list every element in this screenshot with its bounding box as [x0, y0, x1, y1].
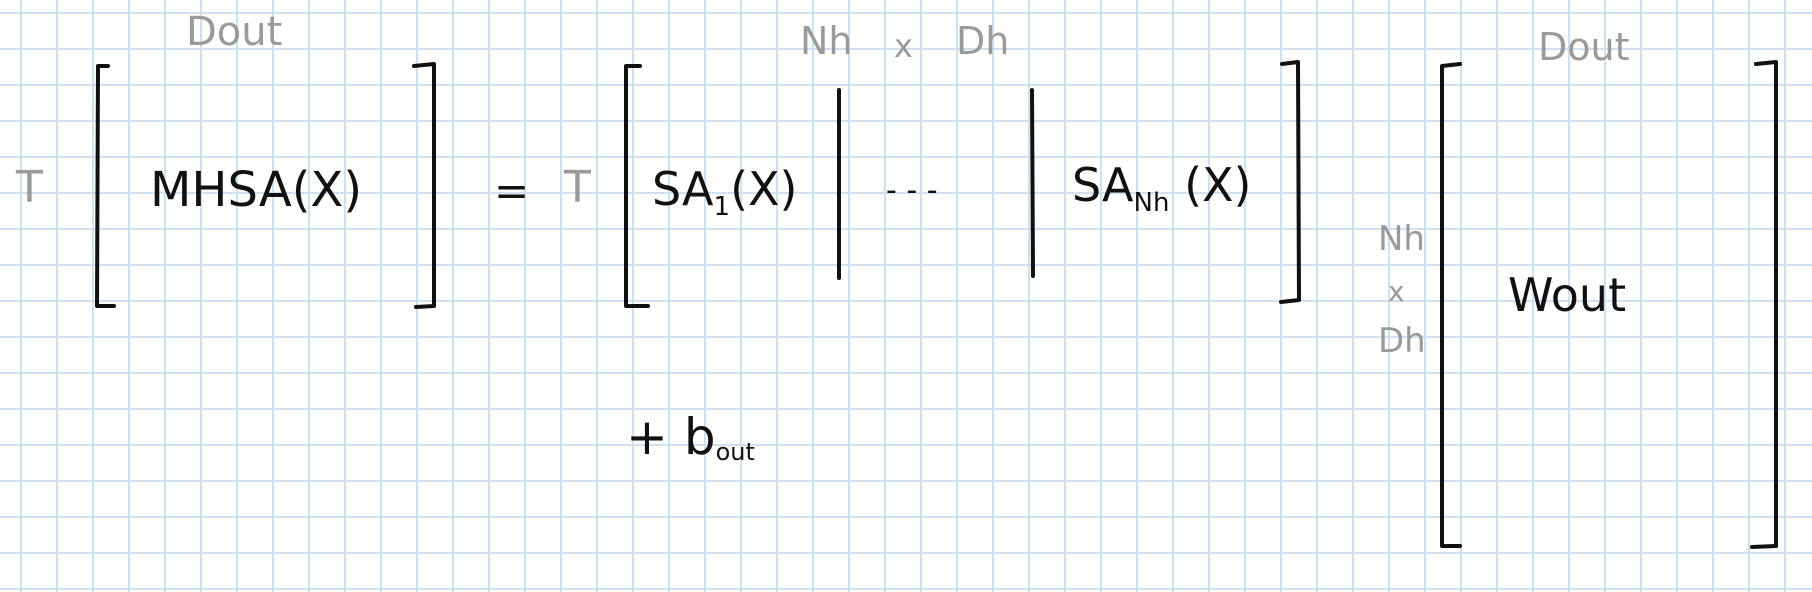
bias-main: b	[683, 408, 716, 466]
bias-term: + bout	[626, 412, 755, 464]
lhs-col-label: Dout	[186, 9, 283, 55]
bias-subscript: out	[715, 438, 755, 466]
rhs-col-label-n: Nh	[800, 19, 853, 63]
head-nh-main: SA	[1072, 158, 1134, 212]
weight-row-label-d: Dh	[1378, 321, 1426, 361]
weight-right-bracket	[1750, 60, 1778, 549]
concat-right-bracket	[1279, 60, 1301, 304]
weight-row-label-x: x	[1388, 275, 1405, 308]
rhs-col-label-x: x	[894, 27, 913, 65]
weight-col-label: Dout	[1538, 25, 1630, 69]
head-1-arg: (X)	[730, 162, 798, 216]
head-1-main: SA	[652, 162, 714, 216]
head-nh-subscript: Nh	[1133, 188, 1170, 218]
rhs-col-label-d: Dh	[956, 19, 1010, 63]
self-attention-head-1: SA1(X)	[652, 166, 797, 220]
bias-plus: +	[626, 408, 668, 466]
lhs-right-bracket	[412, 62, 436, 309]
self-attention-head-nh: SANh (X)	[1072, 162, 1252, 216]
rhs-row-label: T	[564, 162, 591, 213]
head-nh-arg: (X)	[1184, 158, 1252, 212]
weight-matrix-content: Wout	[1508, 268, 1627, 322]
weight-row-label-n: Nh	[1378, 219, 1425, 259]
concat-left-bracket	[624, 64, 650, 308]
head-1-subscript: 1	[713, 192, 731, 222]
lhs-matrix-content: MHSA(X)	[150, 162, 363, 218]
weight-left-bracket	[1440, 62, 1462, 548]
block-separator-2	[1030, 88, 1035, 278]
lhs-row-label: T	[16, 162, 43, 213]
lhs-left-bracket	[95, 64, 116, 308]
heads-ellipsis: - - -	[886, 173, 938, 208]
equals-sign: =	[494, 166, 530, 215]
